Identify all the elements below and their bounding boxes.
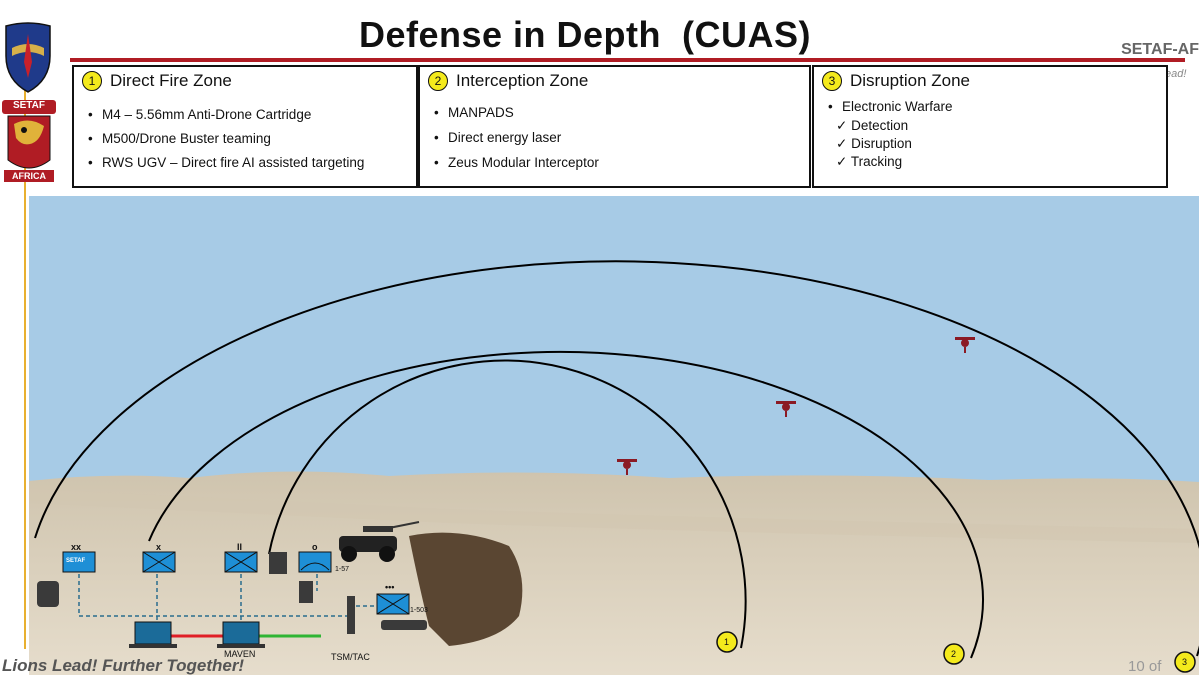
tagline-fragment: ead!: [1165, 68, 1187, 80]
laptop-icon: [129, 621, 265, 648]
zone-number-badge: 2: [428, 71, 448, 91]
zone-title: Interception Zone: [456, 71, 589, 90]
echelon-label: xx: [71, 542, 82, 552]
shield-logo: [5, 22, 51, 93]
zone-box-direct-fire: 1 Direct Fire Zone M4 – 5.56mm Anti-Dron…: [72, 65, 418, 188]
echelon-label: •••: [385, 582, 395, 592]
zone-subitem: ✓ Disruption: [836, 136, 912, 151]
cliff-terrain: [409, 532, 523, 646]
zone-item: RWS UGV – Direct fire AI assisted target…: [86, 155, 364, 170]
arc-zone-2: [148, 350, 984, 659]
zone-title: Direct Fire Zone: [110, 71, 232, 90]
zone-title: Disruption Zone: [850, 71, 971, 90]
org-name: SETAF-AF: [1121, 41, 1199, 58]
zone-box-interception: 2 Interception Zone MANPADS Direct energ…: [418, 65, 811, 188]
zone-box-disruption: 3 Disruption Zone Electronic Warfare ✓ D…: [812, 65, 1168, 188]
page-number: 10 of: [1128, 658, 1162, 675]
zone-number-badge: 3: [822, 71, 842, 91]
unit-label: 1-503: [410, 607, 428, 614]
scene-graphic: [29, 196, 1199, 675]
node-label: MAVEN: [224, 649, 256, 659]
page-title: Defense in Depth (CUAS): [358, 14, 812, 55]
drone-icon: [617, 459, 637, 475]
equipment-icons: [37, 552, 427, 634]
arc-zone-3: [34, 260, 1199, 657]
defense-scene: xx x II o ••• SETAF 1-57 1-503 MAVEN TSM…: [29, 196, 1199, 675]
zone-item: M500/Drone Buster teaming: [86, 131, 364, 146]
zone-item: MANPADS: [432, 105, 599, 120]
zone-subitem: ✓ Detection: [836, 118, 909, 133]
echelon-label: o: [312, 542, 318, 552]
side-gold-rule: [24, 64, 26, 649]
arc-marker-number: 2: [951, 649, 957, 659]
zone-number-badge: 1: [82, 71, 102, 91]
header-red-rule: [70, 58, 1185, 62]
unit-label: 1-57: [335, 566, 350, 573]
arc-marker: [716, 631, 1196, 673]
footer-slogan: Lions Lead! Further Together!: [2, 656, 245, 675]
arc-zone-1: [268, 359, 747, 649]
zone-item: Direct energy laser: [432, 130, 599, 145]
node-label: TSM/TAC: [331, 652, 370, 662]
drone-icon: [776, 401, 796, 417]
setaf-africa-logo: SETAF AFRICA: [0, 98, 58, 184]
zone-item: M4 – 5.56mm Anti-Drone Cartridge: [86, 107, 364, 122]
zone-item: Electronic Warfare: [826, 99, 953, 114]
check-icon: ✓: [836, 118, 848, 133]
logo-setaf-text: SETAF: [12, 100, 46, 111]
echelon-label: x: [156, 542, 162, 552]
sky: [29, 196, 1199, 496]
check-icon: ✓: [836, 136, 848, 151]
ugv-vehicle-icon: [339, 521, 420, 562]
unit-symbol: [62, 551, 410, 615]
arc-marker-number: 3: [1182, 657, 1188, 667]
arc-marker-number: 1: [724, 637, 730, 647]
drone-icon: [955, 337, 975, 353]
logo-africa-text: AFRICA: [12, 171, 46, 181]
network-links: [78, 574, 379, 621]
unit-label: SETAF: [66, 558, 86, 564]
zone-subitem: ✓ Tracking: [836, 154, 903, 169]
zone-item: Zeus Modular Interceptor: [432, 155, 599, 170]
check-icon: ✓: [836, 154, 848, 169]
echelon-label: II: [237, 542, 243, 552]
